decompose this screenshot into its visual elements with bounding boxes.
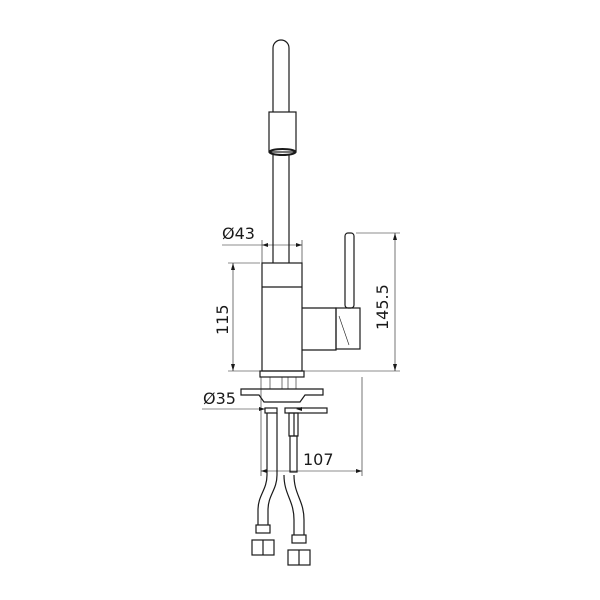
dim-label-base-diameter: Ø35 [203, 389, 236, 408]
faucet-body [259, 232, 361, 378]
supply-hoses [251, 474, 311, 566]
dim-label-total-height: 145.5 [373, 284, 392, 330]
spout [268, 39, 297, 263]
dimension-spout-diameter: Ø43 [222, 224, 303, 263]
dim-label-mounting-depth: 107 [303, 450, 334, 469]
dimension-total-height: 145.5 [304, 232, 400, 372]
dimension-base-diameter: Ø35 [202, 389, 302, 411]
dim-label-spout-diameter: Ø43 [222, 224, 255, 243]
dimension-mounting-depth: 107 [260, 377, 363, 476]
mounting-assembly [240, 377, 328, 475]
dimension-body-height: 115 [213, 262, 260, 372]
dim-label-body-height: 115 [213, 304, 232, 335]
